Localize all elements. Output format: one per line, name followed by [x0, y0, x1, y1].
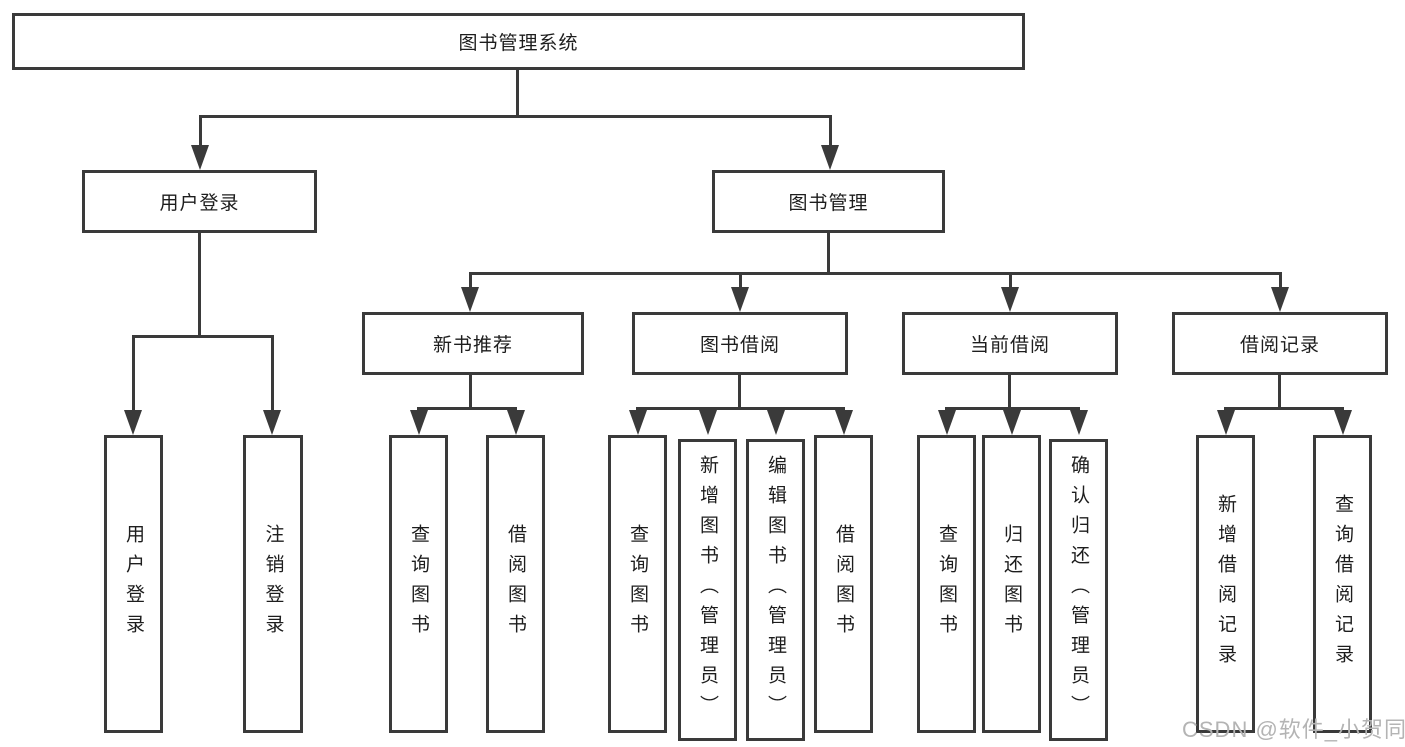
node-current-borrow: 当前借阅	[902, 312, 1118, 375]
arrow-down-icon	[835, 410, 853, 435]
arrow-down-icon	[507, 410, 525, 435]
edge-line	[132, 335, 135, 412]
leaf-current-query-book: 查询图书	[917, 435, 976, 733]
arrow-down-icon	[410, 410, 428, 435]
arrow-down-icon	[699, 410, 717, 435]
edge-line	[516, 70, 519, 117]
edge-line	[1279, 272, 1282, 289]
arrow-down-icon	[1001, 287, 1019, 312]
leaf-borrow-edit-book-admin: 编辑图书（管理员）	[746, 439, 805, 741]
leaf-borrow-borrow-book: 借阅图书	[814, 435, 873, 733]
node-book-management: 图书管理	[712, 170, 945, 233]
edge-line	[469, 272, 1282, 275]
leaf-label: 借阅图书	[505, 524, 526, 644]
arrow-down-icon	[1217, 410, 1235, 435]
leaf-current-confirm-return-admin: 确认归还（管理员）	[1049, 439, 1108, 741]
edge-line	[199, 115, 832, 118]
leaf-borrow-add-book-admin: 新增图书（管理员）	[678, 439, 737, 741]
leaf-record-add-record: 新增借阅记录	[1196, 435, 1255, 733]
node-new-book-recommend: 新书推荐	[362, 312, 584, 375]
edge-line	[271, 335, 274, 412]
leaf-label: 查询借阅记录	[1332, 494, 1353, 674]
arrow-down-icon	[124, 410, 142, 435]
edge-line	[1009, 272, 1012, 289]
arrow-down-icon	[1334, 410, 1352, 435]
node-borrow-record: 借阅记录	[1172, 312, 1388, 375]
leaf-label: 查询图书	[627, 524, 648, 644]
leaf-label: 注销登录	[262, 524, 284, 644]
arrow-down-icon	[938, 410, 956, 435]
edge-line	[827, 233, 830, 274]
leaf-recommend-borrow-book: 借阅图书	[486, 435, 545, 733]
edge-line	[199, 115, 202, 148]
arrow-down-icon	[1003, 410, 1021, 435]
leaf-borrow-query-book: 查询图书	[608, 435, 667, 733]
edge-line	[132, 335, 274, 338]
edge-line	[1224, 407, 1344, 410]
edge-line	[417, 407, 517, 410]
edge-line	[1008, 375, 1011, 409]
edge-line	[469, 375, 472, 409]
arrow-down-icon	[461, 287, 479, 312]
edge-line	[1278, 375, 1281, 409]
leaf-record-query-record: 查询借阅记录	[1313, 435, 1372, 733]
leaf-label: 新增借阅记录	[1215, 494, 1236, 674]
leaf-recommend-query-book: 查询图书	[389, 435, 448, 733]
edge-line	[469, 272, 472, 289]
leaf-label: 确认归还（管理员）	[1068, 455, 1089, 725]
leaf-label: 查询图书	[936, 524, 957, 644]
leaf-label: 借阅图书	[833, 524, 854, 644]
node-user-login: 用户登录	[82, 170, 317, 233]
leaf-label: 查询图书	[408, 524, 429, 644]
leaf-logout: 注销登录	[243, 435, 303, 733]
arrow-down-icon	[767, 410, 785, 435]
arrow-down-icon	[1070, 410, 1088, 435]
edge-line	[636, 407, 845, 410]
leaf-current-return-book: 归还图书	[982, 435, 1041, 733]
arrow-down-icon	[263, 410, 281, 435]
edge-line	[829, 115, 832, 148]
arrow-down-icon	[1271, 287, 1289, 312]
edge-line	[739, 272, 742, 289]
edge-line	[198, 233, 201, 337]
leaf-label: 新增图书（管理员）	[697, 455, 718, 725]
arrow-down-icon	[731, 287, 749, 312]
node-system-root: 图书管理系统	[12, 13, 1025, 70]
watermark: CSDN @软件_小贺同学	[1182, 717, 1405, 742]
leaf-label: 归还图书	[1001, 524, 1022, 644]
leaf-label: 编辑图书（管理员）	[765, 455, 786, 725]
arrow-down-icon	[629, 410, 647, 435]
node-book-borrow: 图书借阅	[632, 312, 848, 375]
arrow-down-icon	[191, 145, 209, 170]
leaf-label: 用户登录	[123, 524, 144, 644]
edge-line	[738, 375, 741, 409]
leaf-user-login: 用户登录	[104, 435, 163, 733]
arrow-down-icon	[821, 145, 839, 170]
